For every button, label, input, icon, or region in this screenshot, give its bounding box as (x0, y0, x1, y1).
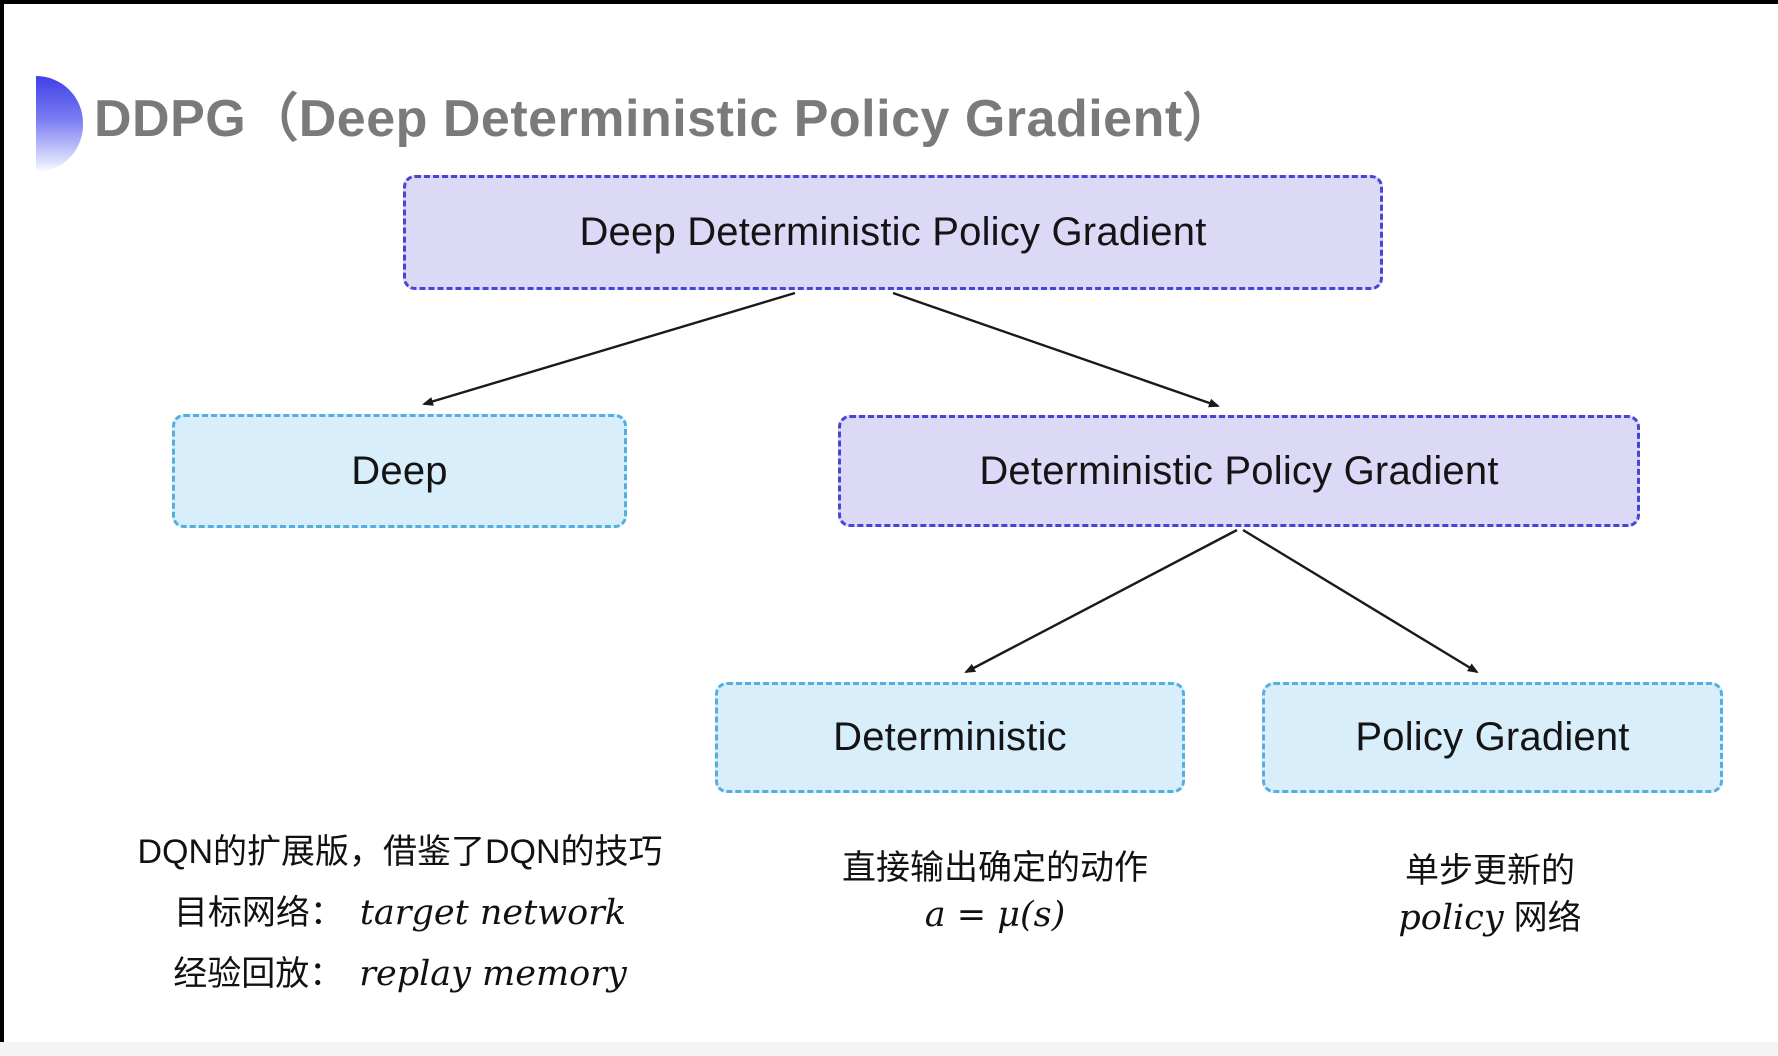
page-title: DDPG（Deep Deterministic Policy Gradient） (94, 90, 1236, 148)
arrow-dpg-to-deterministic (964, 528, 1238, 674)
window-top-edge (0, 0, 1778, 4)
node-label: Policy Gradient (1355, 715, 1630, 759)
node-label: Deep Deterministic Policy Gradient (579, 210, 1207, 254)
note-deep-line2: 目标网络： target network (110, 883, 690, 944)
note-text-italic: replay memory (359, 954, 627, 994)
arrow-dpg-to-policy-gradient (1242, 528, 1479, 674)
note-deterministic: 直接输出确定的动作 a = μ(s) (775, 845, 1215, 939)
note-text: 经验回放： (173, 955, 344, 993)
note-text: 单步更新的 (1405, 852, 1575, 890)
note-det-formula: a = μ(s) (775, 892, 1215, 939)
note-text: 直接输出确定的动作 (842, 849, 1148, 887)
note-text: 网络 (1513, 899, 1582, 937)
node-label: Deterministic (833, 715, 1067, 759)
arrow-root-to-dpg (892, 291, 1220, 408)
node-deterministic: Deterministic (715, 682, 1185, 793)
formula-text: a = μ(s) (924, 895, 1066, 935)
note-deep: DQN的扩展版，借鉴了DQN的技巧 目标网络： target network 经验… (110, 822, 690, 1005)
note-pg-line1: 单步更新的 (1270, 848, 1710, 895)
node-deep: Deep (172, 414, 627, 528)
node-label: Deep (351, 448, 448, 493)
note-text-italic: target network (359, 893, 627, 933)
note-det-line1: 直接输出确定的动作 (775, 845, 1215, 892)
note-text-italic: policy (1398, 898, 1504, 938)
window-left-edge (0, 0, 4, 1042)
note-deep-line1: DQN的扩展版，借鉴了DQN的技巧 (110, 822, 690, 883)
node-label: Deterministic Policy Gradient (979, 448, 1499, 493)
node-deep-deterministic-policy-gradient: Deep Deterministic Policy Gradient (403, 175, 1383, 290)
window-bottom-strip (0, 1042, 1778, 1056)
note-deep-line3: 经验回放： replay memory (110, 944, 690, 1005)
note-text: DQN的扩展版，借鉴了DQN的技巧 (137, 833, 663, 871)
node-deterministic-policy-gradient: Deterministic Policy Gradient (838, 415, 1640, 527)
node-policy-gradient: Policy Gradient (1262, 682, 1723, 793)
arrow-root-to-deep (422, 291, 796, 406)
title-halfcircle-icon (36, 76, 83, 172)
note-text: 目标网络： (173, 894, 344, 932)
